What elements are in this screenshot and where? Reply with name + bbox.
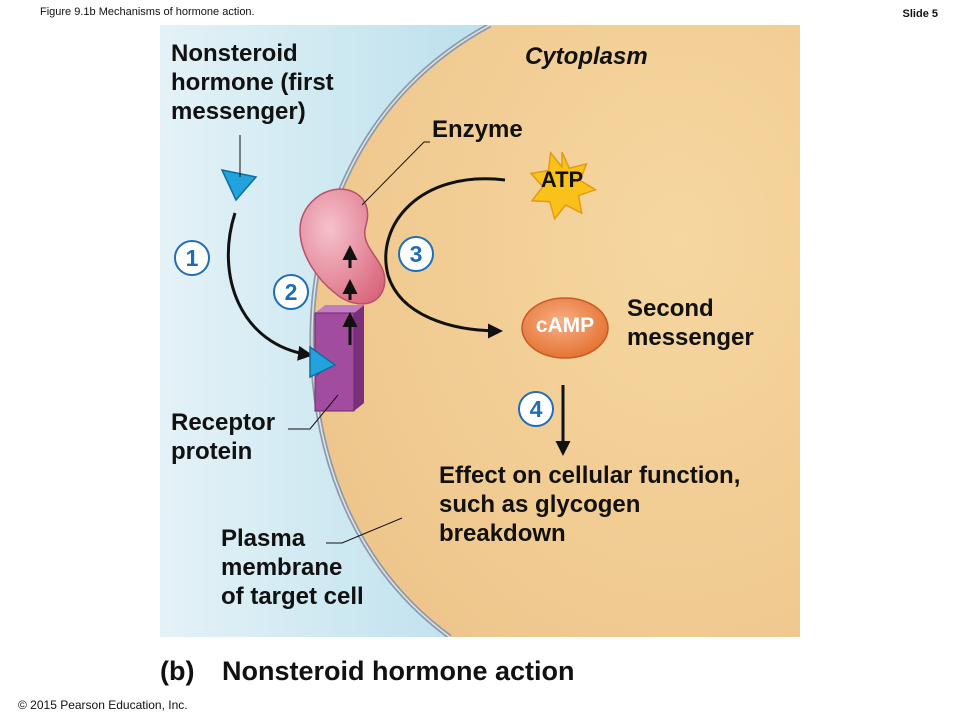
plasma-leader-line xyxy=(326,517,403,544)
second-messenger-label: Second messenger xyxy=(627,295,754,351)
slide-number: Slide 5 xyxy=(902,8,938,20)
figure-title: Figure 9.1b Mechanisms of hormone action… xyxy=(40,6,255,18)
hormone-action-diagram: Cytoplasm Nonsteroid hormone (first mess… xyxy=(160,25,800,637)
receptor-side xyxy=(354,305,364,411)
figure-caption: (b) Nonsteroid hormone action xyxy=(160,656,575,687)
enzyme-shape xyxy=(299,188,386,305)
hormone-label: Nonsteroid hormone (first messenger) xyxy=(171,40,334,125)
atp-label: ATP xyxy=(540,167,584,192)
step-3-badge: 3 xyxy=(398,236,434,272)
receptor-top xyxy=(315,305,364,313)
effect-label: Effect on cellular function, such as gly… xyxy=(439,462,741,547)
enzyme-label: Enzyme xyxy=(432,116,523,143)
hormone-molecule-bound xyxy=(309,345,337,379)
caption-title: Nonsteroid hormone action xyxy=(222,656,575,686)
plasma-membrane-label: Plasma membrane of target cell xyxy=(221,525,364,610)
diagram-graphics xyxy=(160,25,800,637)
camp-molecule xyxy=(521,297,609,359)
step-2-badge: 2 xyxy=(273,274,309,310)
atp-burst xyxy=(529,150,598,221)
receptor-leader-line xyxy=(288,394,339,430)
copyright-notice: © 2015 Pearson Education, Inc. xyxy=(18,698,188,712)
enzyme-leader-line xyxy=(361,141,430,206)
caption-letter: (b) xyxy=(160,656,195,686)
hormone-molecule-free xyxy=(220,168,258,202)
step1-arrow xyxy=(226,212,313,361)
step-4-badge: 4 xyxy=(518,391,554,427)
step3-arrow xyxy=(384,177,506,339)
camp-label: cAMP xyxy=(535,314,595,337)
step-1-badge: 1 xyxy=(174,240,210,276)
receptor-label: Receptor protein xyxy=(171,409,276,465)
cytoplasm-label: Cytoplasm xyxy=(525,43,648,70)
